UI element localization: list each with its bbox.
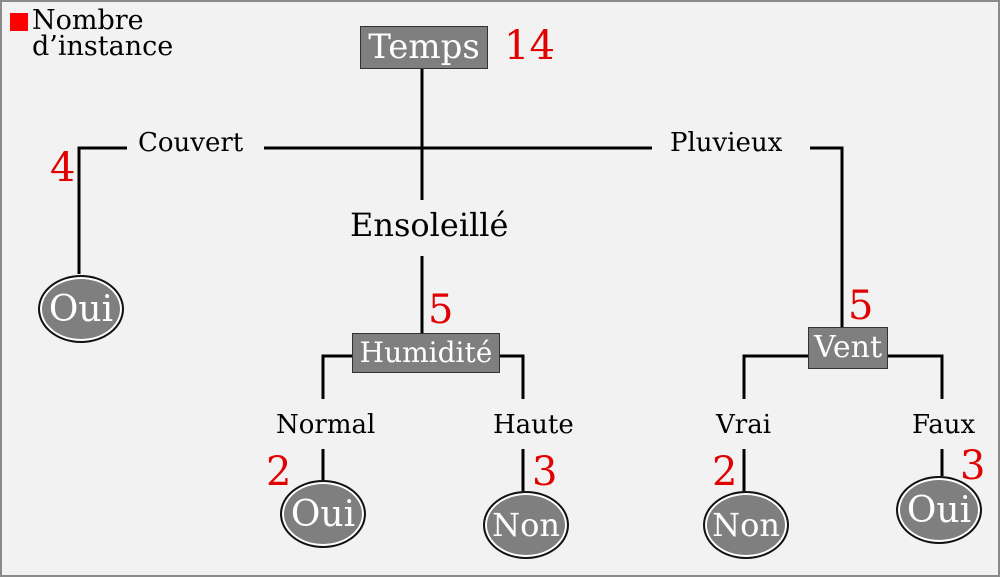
branch-couvert-count: 4: [50, 145, 76, 191]
root-count: 14: [504, 23, 555, 69]
branch-faux-count: 3: [960, 443, 986, 489]
edge-couvert: [77, 146, 127, 274]
branch-faux-label: Faux: [912, 410, 976, 440]
leaf-vrai-label: Non: [712, 506, 780, 544]
leaf-normal: Oui: [280, 480, 366, 548]
vent-label: Vent: [813, 330, 883, 365]
branch-normal-count: 2: [266, 449, 292, 495]
edge-humidite-normal: [321, 354, 353, 399]
edge-pluvieux: [810, 146, 844, 330]
branch-ensoleille-count: 5: [428, 287, 454, 333]
root-label: Temps: [368, 27, 480, 67]
leaf-couvert: Oui: [38, 275, 124, 343]
legend-swatch: [10, 13, 28, 31]
edge-humidite-haute: [497, 354, 525, 399]
branch-pluvieux-label: Pluvieux: [664, 128, 789, 158]
edge-vent-faux: [886, 354, 944, 399]
leaf-faux-label: Oui: [906, 489, 972, 531]
branch-ensoleille-label: Ensoleillé: [350, 206, 509, 244]
branch-couvert-label: Couvert: [132, 128, 250, 158]
humidite-label: Humidité: [359, 336, 493, 369]
humidite-node: Humidité: [352, 333, 500, 373]
leaf-haute-label: Non: [492, 506, 560, 544]
root-node: Temps: [360, 26, 488, 69]
legend: Nombre d’instance: [10, 5, 202, 62]
leaf-normal-label: Oui: [290, 493, 356, 535]
edge-vent-vrai: [742, 354, 809, 399]
branch-haute-count: 3: [532, 449, 558, 495]
branch-vrai-label: Vrai: [716, 410, 772, 440]
branch-normal-label: Normal: [276, 410, 376, 440]
leaf-couvert-label: Oui: [48, 288, 114, 330]
legend-label: Nombre d’instance: [32, 5, 174, 62]
leaf-haute: Non: [483, 491, 569, 559]
branch-vrai-count: 2: [712, 449, 738, 495]
leaf-faux: Oui: [896, 476, 982, 544]
branch-haute-label: Haute: [493, 410, 574, 440]
vent-node: Vent: [808, 327, 888, 369]
leaf-vrai: Non: [703, 491, 789, 559]
branch-pluvieux-count: 5: [848, 283, 874, 329]
